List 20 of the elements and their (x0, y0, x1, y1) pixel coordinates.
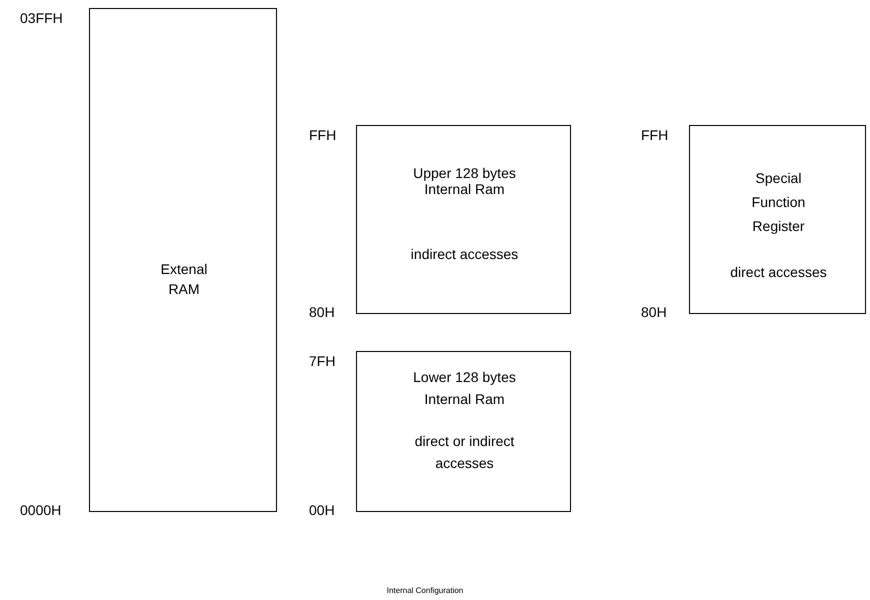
block-label: direct accesses (729, 263, 828, 282)
address-label: 00H (309, 502, 335, 518)
block-label: Lower 128 bytes Internal Ram (412, 368, 517, 409)
memory-block (356, 351, 571, 512)
address-label: FFH (309, 127, 336, 143)
address-label: FFH (641, 127, 668, 143)
memory-block (89, 8, 277, 512)
address-label: 0000H (20, 502, 62, 518)
address-label: 7FH (309, 353, 336, 369)
caption: Internal Configuration (386, 586, 464, 596)
block-label: Extenal RAM (160, 260, 208, 299)
address-label: 03FFH (20, 10, 63, 26)
memory-block (689, 125, 866, 314)
memory-block (356, 125, 571, 314)
block-label: direct or indirect accesses (414, 432, 516, 473)
address-label: 80H (641, 304, 667, 320)
block-label: Special Function Register (750, 169, 806, 236)
block-label: Upper 128 bytes Internal Ram (412, 165, 517, 197)
block-label: indirect accesses (410, 246, 520, 262)
address-label: 80H (309, 304, 335, 320)
